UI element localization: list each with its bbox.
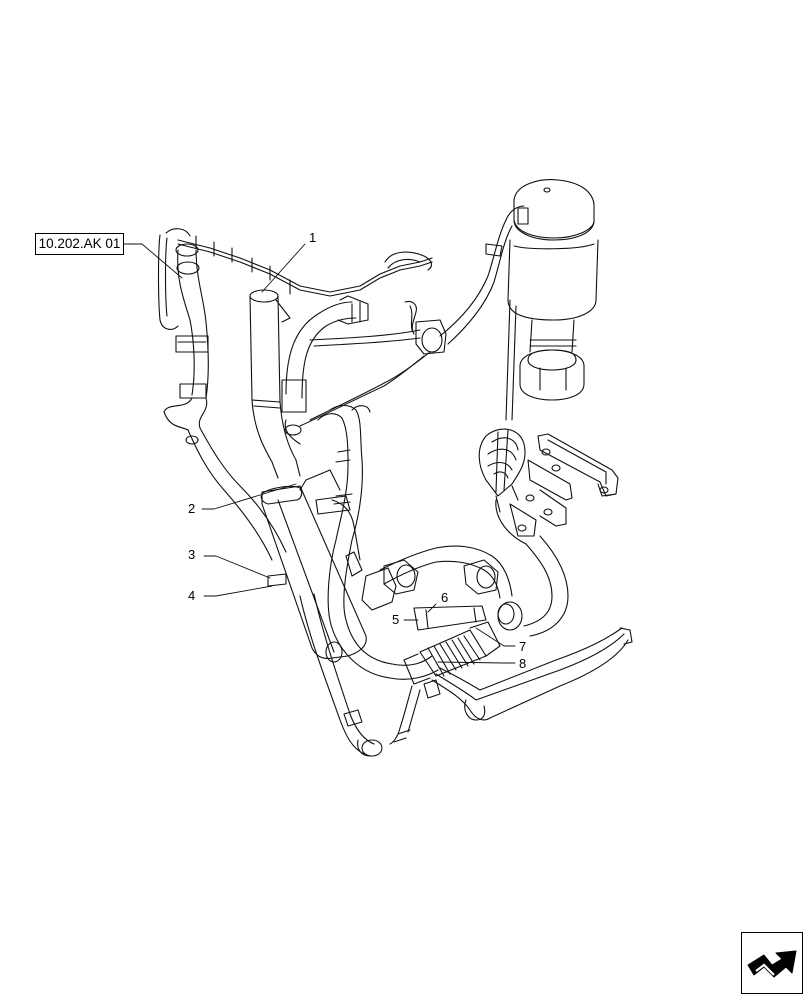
leader-lines xyxy=(123,243,516,664)
wire-harness-upper xyxy=(177,235,433,297)
next-page-button[interactable] xyxy=(741,932,803,994)
lower-s-pipe xyxy=(317,404,439,680)
callout-6: 6 xyxy=(441,590,449,605)
flex-hose xyxy=(403,605,501,685)
middle-cross-tube xyxy=(299,300,447,427)
leader-8 xyxy=(437,661,516,664)
muffler xyxy=(260,469,367,663)
callout-8: 8 xyxy=(519,656,527,671)
air-cleaner xyxy=(505,179,599,421)
arrow-next-icon xyxy=(747,950,797,978)
wire-harness-lower xyxy=(389,627,633,745)
vertical-exhaust-pipe xyxy=(249,289,301,479)
leader-6 xyxy=(427,603,437,613)
leader-2 xyxy=(201,483,297,510)
upper-turbo-pipe xyxy=(281,295,369,445)
right-descending-pipe xyxy=(497,535,569,637)
center-crossover-pipe xyxy=(361,545,513,611)
leader-7 xyxy=(475,627,516,647)
reference-label[interactable]: 10.202.AK 01 xyxy=(35,233,124,255)
leader-4 xyxy=(203,585,273,597)
leader-1 xyxy=(261,243,306,293)
tailpipe xyxy=(299,593,383,757)
callout-7: 7 xyxy=(519,639,527,654)
callout-2: 2 xyxy=(188,501,196,516)
callout-4: 4 xyxy=(188,588,196,603)
callout-1: 1 xyxy=(309,230,317,245)
right-mounting-bracket xyxy=(525,433,619,527)
intake-elbow-duct xyxy=(478,428,537,545)
left-intake-pipe xyxy=(157,228,287,561)
leader-reference xyxy=(123,243,183,279)
callout-3: 3 xyxy=(188,547,196,562)
callout-5: 5 xyxy=(392,612,400,627)
air-cleaner-hose xyxy=(439,205,525,345)
leader-3 xyxy=(203,555,271,579)
